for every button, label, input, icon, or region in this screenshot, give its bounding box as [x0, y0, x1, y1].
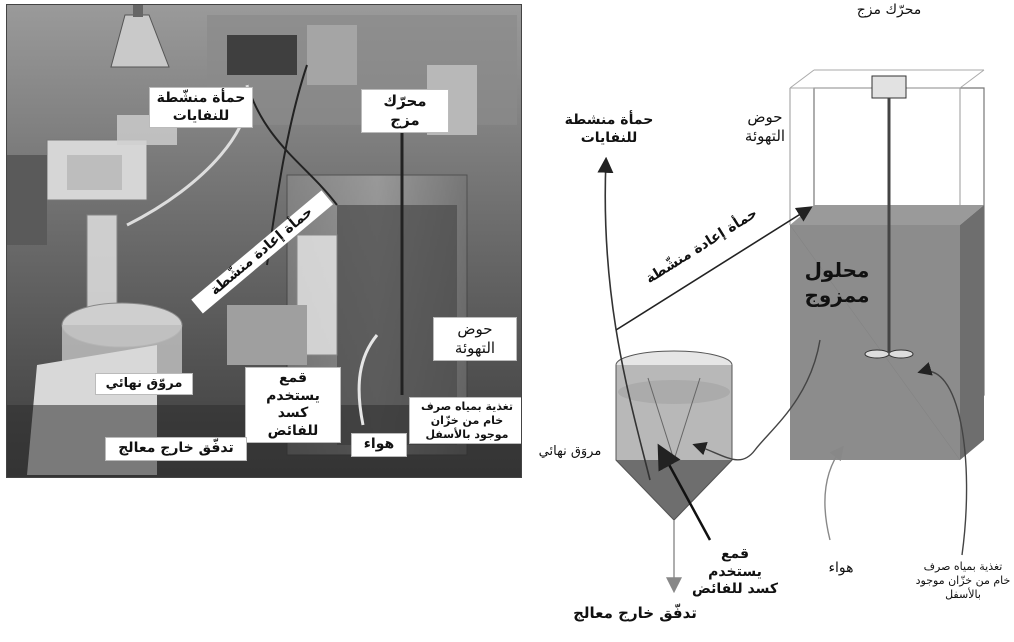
diagram-label-mixed-liquor: محلول ممزوج [804, 258, 870, 307]
photo-label-air: هواء [351, 433, 407, 457]
diagram-label-aeration-basin: حوض التهوئة [744, 108, 786, 145]
photo-label-overflow-weir: قمع يستخدم كسد للفائض [245, 367, 341, 443]
sludge-return-arrow [615, 206, 813, 331]
overflow-weir-pointer [657, 443, 712, 541]
mixed-liquor-arrow [692, 339, 821, 461]
photo-label-final-clarifier: مروّق نهائي [95, 373, 193, 396]
diagram-label-mixing-motor: محرّك مزج [856, 2, 922, 18]
photo-label-mixing-motor: محرّك مزج [361, 89, 449, 133]
schematic-diagram: محرّك مزج حوض التهوئة حمأة منشطة للنفايا… [520, 0, 1014, 642]
air-arrow [824, 445, 844, 541]
raw-feed-arrow [917, 362, 968, 556]
diagram-label-final-clarifier: مروَق نهائي [538, 444, 602, 459]
mixer [864, 75, 914, 359]
photo-label-sludge-waste: حمأة منشّطة للنفايات [149, 87, 253, 128]
aeration-tank [789, 69, 985, 461]
sludge-waste-arrow [597, 156, 651, 481]
diagram-label-sludge-waste: حمأة منشطة للنفايات [564, 112, 654, 146]
photo-label-aeration-basin: حوض التهوئة [433, 317, 517, 361]
photo-label-raw-feed: تغذية بمياه صرف خام من خزّان موجود بالأس… [409, 397, 521, 445]
photo-label-treated-outflow: تدفّق خارج معالج [105, 437, 247, 461]
diagram-label-raw-feed: تغذية بمياه صرف خام من خزّان موجود بالأس… [915, 560, 1011, 601]
diagram-label-treated-outflow: تدفّق خارج معالج [573, 604, 697, 622]
lab-photo: حمأة منشّطة للنفايات محرّك مزج حمأة إعاد… [6, 4, 522, 478]
diagram-label-air: هواء [828, 560, 854, 576]
schematic-drawing [597, 69, 985, 594]
clarifier [615, 350, 733, 521]
diagram-label-overflow-weir: قمع يستخدم كسد للفائض [691, 546, 778, 597]
